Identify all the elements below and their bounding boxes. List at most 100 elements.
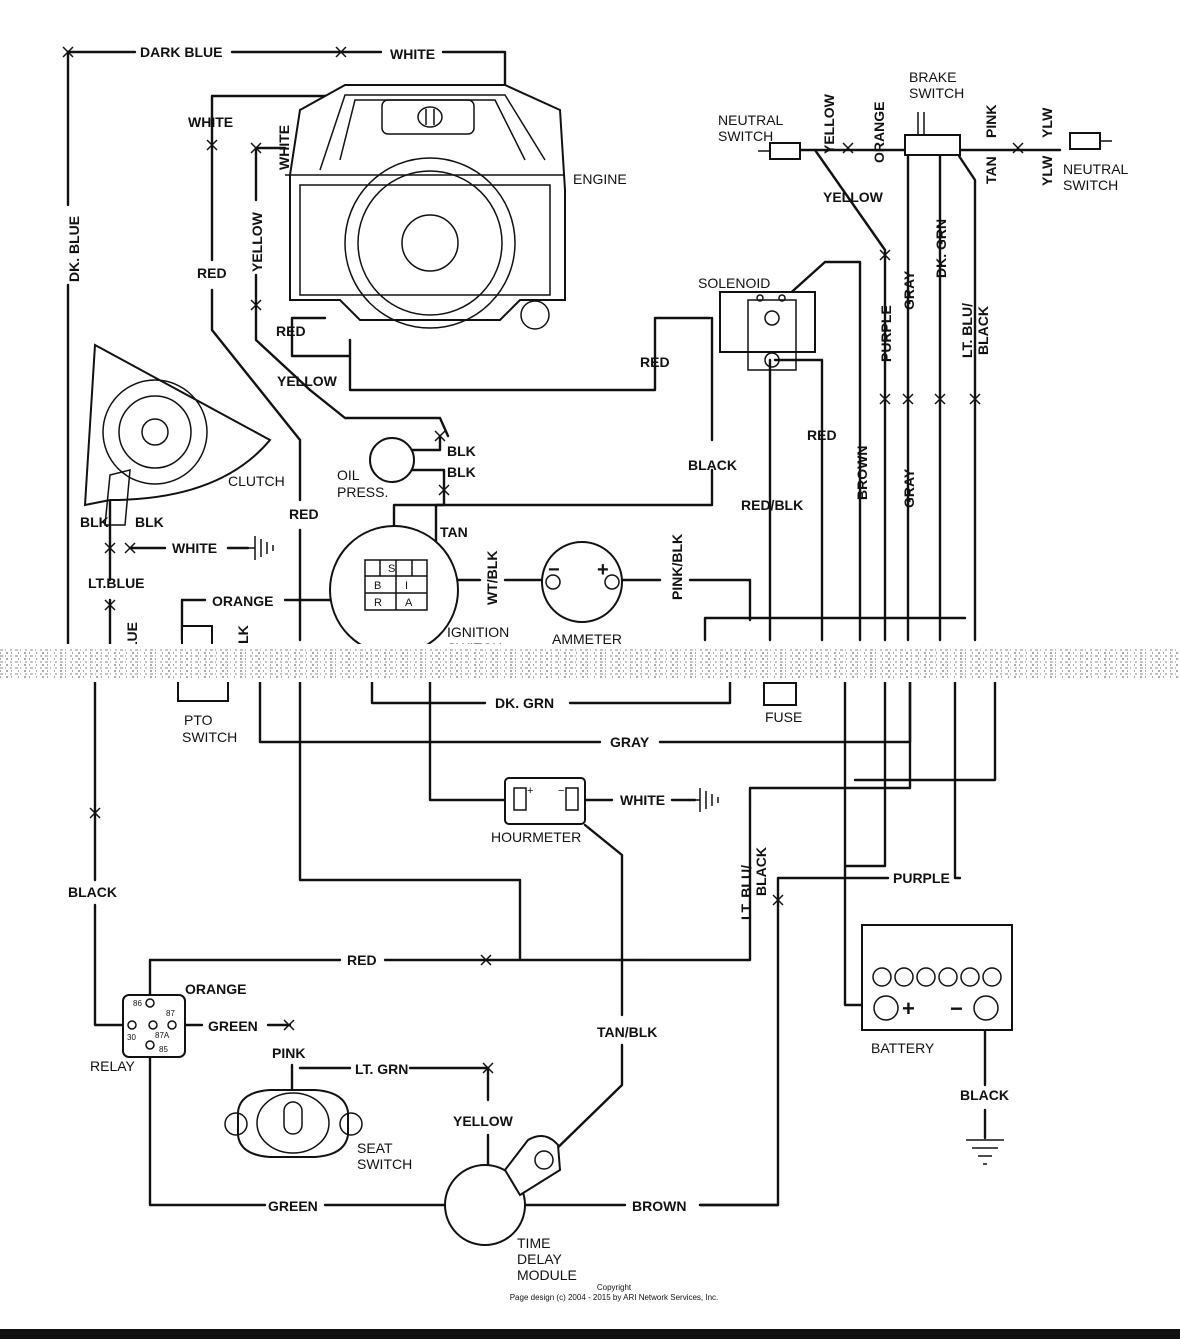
label-neutral-right-2: SWITCH: [1063, 177, 1118, 193]
oil-pressure-sender: [369, 437, 415, 483]
battery-minus: −: [950, 996, 963, 1021]
wire-label-white-vert: WHITE: [276, 125, 292, 170]
scan-noise-band: [0, 644, 1180, 682]
wire-label-yellow-vert: YELLOW: [249, 211, 265, 272]
splice-marks: [62, 46, 1024, 1074]
wire-red-engine: [290, 316, 712, 392]
seat-switch: [224, 1089, 363, 1158]
wire-black-left: [93, 678, 130, 1027]
label-neutral-right-1: NEUTRAL: [1063, 161, 1129, 177]
label-solenoid: SOLENOID: [698, 275, 770, 291]
neutral-switch-right: [1069, 132, 1112, 150]
engine: [285, 84, 566, 330]
label-pto-2: SWITCH: [182, 729, 237, 745]
wire-label-purple-vert: PURPLE: [878, 305, 894, 362]
wire-yellow-engine: [308, 388, 450, 438]
wire-red-left: [210, 130, 302, 642]
hourmeter-plus: +: [527, 785, 533, 797]
label-ignition-1: IGNITION: [447, 624, 509, 640]
label-engine: ENGINE: [573, 171, 627, 187]
label-brake-2: SWITCH: [909, 85, 964, 101]
wire-red-main: [148, 678, 642, 1002]
wire-gray-low: [258, 678, 912, 744]
wire-label-tan-top: TAN: [983, 156, 999, 184]
wire-label-blk-clutch-r: BLK: [135, 514, 164, 530]
footer-page-design: Page design (c) 2004 - 2015 by ARI Netwo…: [510, 1293, 719, 1302]
wire-label-gray: GRAY: [610, 734, 650, 750]
ammeter-plus: +: [597, 559, 609, 581]
battery: [861, 924, 1013, 1165]
wire-label-white-engine: WHITE: [188, 114, 233, 130]
wire-label-gray-vert: GRAY: [901, 468, 917, 508]
wire-label-yellow-mid: YELLOW: [823, 189, 884, 205]
ign-terminal-s: S: [388, 563, 395, 575]
wires: [66, 50, 1062, 1207]
label-neutral-left-1: NEUTRAL: [718, 112, 784, 128]
wire-label-green-relay: GREEN: [208, 1018, 258, 1034]
time-delay-module: [444, 1135, 562, 1246]
wire-white-vert: [254, 146, 312, 392]
label-oil-press-2: PRESS.: [337, 484, 388, 500]
wire-label-dk-blue: DK. BLUE: [66, 216, 82, 282]
wire-label-brown: BROWN: [854, 446, 870, 500]
wire-label-white-clutch: WHITE: [172, 540, 217, 556]
wire-black-solenoid: [392, 316, 714, 542]
wire-label-yellow-tdm: YELLOW: [453, 1113, 514, 1129]
wire-red-sol-right: [773, 358, 824, 642]
label-seat-1: SEAT: [357, 1140, 393, 1156]
label-clutch: CLUTCH: [228, 473, 285, 489]
wire-label-tan: TAN: [440, 524, 468, 540]
ammeter-minus: −: [548, 559, 560, 581]
wire-dk-grn-low: [370, 678, 732, 705]
wire-purple-low: [776, 678, 962, 902]
solenoid: [719, 291, 816, 371]
ign-terminal-a: A: [405, 597, 413, 609]
wire-label-lue: LUE: [124, 622, 140, 650]
wire-label-gray-top: GRAY: [901, 270, 917, 310]
wire-label-pink-top: PINK: [983, 105, 999, 138]
wire-label-black-battery: BLACK: [960, 1087, 1009, 1103]
wire-label-red-sol: RED: [640, 354, 670, 370]
clutch: [83, 343, 272, 526]
label-relay: RELAY: [90, 1058, 136, 1074]
wire-label-lt-blu-low-1: LT. BLU/: [738, 865, 754, 920]
wire-label-wt-blk: WT/BLK: [484, 551, 500, 605]
relay-pin-30: 30: [127, 1033, 136, 1042]
wire-solenoid-top: [783, 260, 862, 642]
label-neutral-left-2: SWITCH: [718, 128, 773, 144]
ign-terminal-b: B: [374, 580, 381, 592]
wire-label-white-top: WHITE: [390, 46, 435, 62]
neutral-switch-left: [758, 142, 801, 160]
footer-copyright: Copyright: [597, 1283, 632, 1292]
wire-label-black-left: BLACK: [68, 884, 117, 900]
wire-label-ylw-bottom: YLW: [1039, 155, 1055, 186]
wire-label-lt-blu-black-1: LT. BLU/: [959, 303, 975, 358]
wire-label-orange-top: ORANGE: [871, 102, 887, 163]
wire-label-green-bottom: GREEN: [268, 1198, 318, 1214]
wire-labels: DARK BLUE WHITE DK. BLUE WHITE WHITE YEL…: [66, 44, 1055, 1214]
label-seat-2: SWITCH: [357, 1156, 412, 1172]
brake-switch: [904, 112, 961, 156]
label-fuse: FUSE: [765, 709, 802, 725]
wire-label-dk-grn-top: DK. GRN: [933, 219, 949, 278]
wire-ground-clutch: [248, 536, 274, 560]
wire-label-lt-blue: LT.BLUE: [88, 575, 145, 591]
ignition-switch: [329, 525, 459, 655]
battery-plus: +: [902, 996, 915, 1021]
bottom-border-bar: [0, 1329, 1180, 1339]
relay-pin-85: 85: [159, 1045, 168, 1054]
wire-label-tan-blk: TAN/BLK: [597, 1024, 657, 1040]
wire-label-pink-seat: PINK: [272, 1045, 305, 1061]
wire-label-yellow-top: YELLOW: [821, 93, 837, 154]
wire-label-orange-relay: ORANGE: [185, 981, 246, 997]
wire-label-dk-grn: DK. GRN: [495, 695, 554, 711]
label-hourmeter: HOURMETER: [491, 829, 581, 845]
relay-pin-87: 87: [166, 1009, 175, 1018]
wire-right-stack: [748, 678, 997, 1007]
label-pto-1: PTO: [184, 712, 213, 728]
wire-label-lt-blu-black-2: BLACK: [975, 306, 991, 355]
wire-label-white-hour: WHITE: [620, 792, 665, 808]
wire-tan-blk: [543, 823, 624, 1162]
wire-white-engine: [210, 94, 357, 134]
label-tdm-3: MODULE: [517, 1267, 577, 1283]
